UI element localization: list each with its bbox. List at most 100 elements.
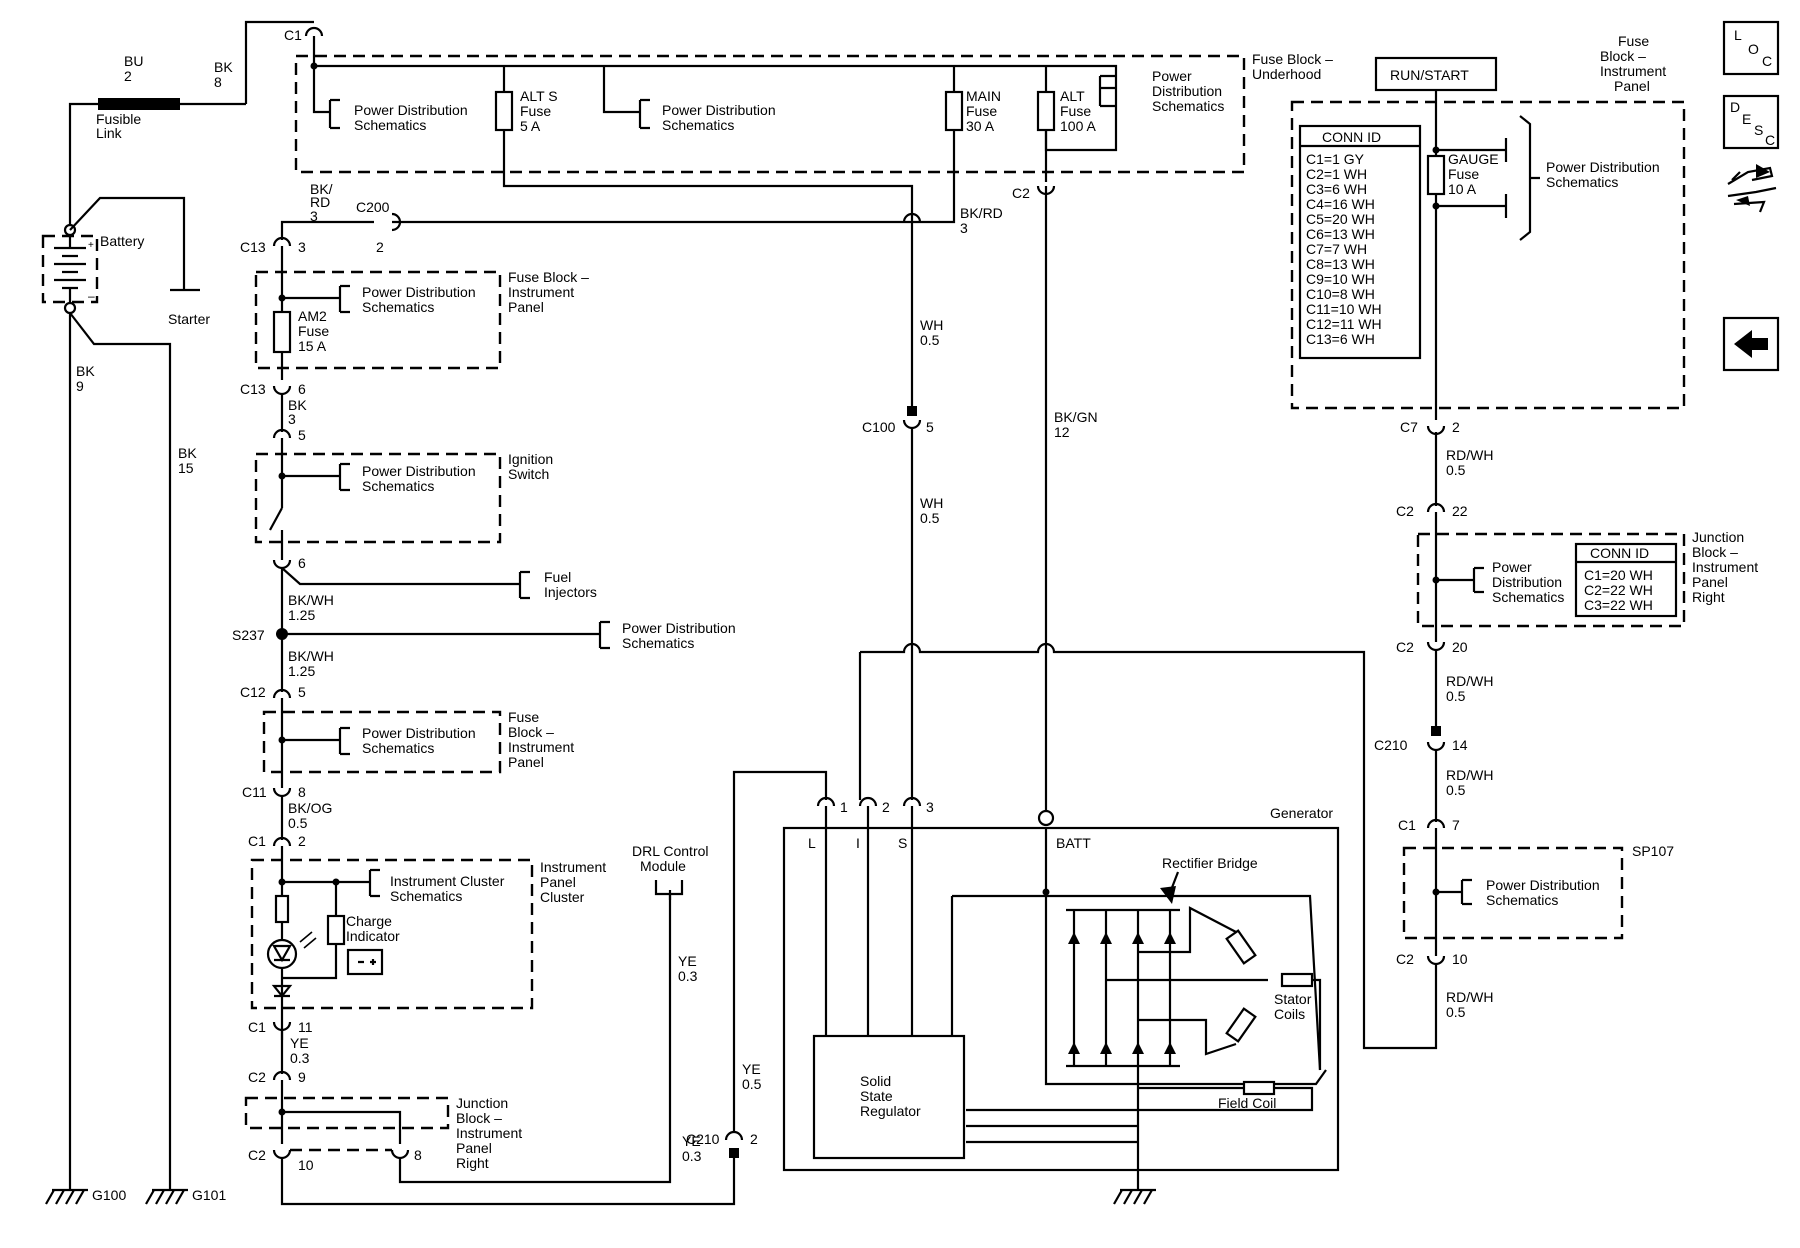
alt-fuse-line3: 100 A [1060,118,1096,134]
wire-bkwh-a-size: 1.25 [288,607,315,623]
ignition-switch-line1: Ignition [508,451,553,467]
conn-id-main-row: C10=8 WH [1306,286,1375,302]
wire-bkrd-a-color: BK/ [310,181,333,197]
connector-view-icon[interactable] [1727,164,1777,213]
battery-icon [346,948,384,976]
wire-rdwh-a-color: RD/WH [1446,447,1493,463]
gauge-fuse-line3: 10 A [1448,181,1477,197]
ignition-pin-in: 5 [298,427,306,443]
connector-c200: C200 [356,199,390,215]
ipc-line2: Panel [540,874,576,890]
wire-rdwh-a-size: 0.5 [1446,462,1466,478]
regulator-line2: State [860,1088,893,1104]
connector-c210r-pin: 14 [1452,737,1468,753]
desc-letter-d: D [1730,99,1740,115]
conn-id-jb-row: C1=20 WH [1584,567,1653,583]
fuse-block-underhood: Fuse Block – Underhood C1 Power Distribu… [284,26,1333,222]
ignition-pin-out: 6 [298,555,306,571]
conn-id-table-main: CONN ID C1=1 GY C2=1 WH C3=6 WH C4=16 WH… [1298,124,1422,360]
desc-button[interactable]: D E S C [1722,94,1780,150]
gauge-fuse-line2: Fuse [1448,166,1479,182]
am2-fuse-line2: Fuse [298,323,329,339]
conn-id-main-row: C13=6 WH [1306,331,1375,347]
connector-c210r: C210 [1374,737,1408,753]
ipc-line1: Instrument [540,859,606,875]
pds-am2-line1: Power Distribution [362,284,476,300]
pds-am2-line2: Schematics [362,299,434,315]
wire-ye-d-size: 0.3 [682,1148,702,1164]
connector-c2r1-pin: 22 [1452,503,1468,519]
conn-id-jb-title: CONN ID [1590,545,1649,561]
loc-letter-c: C [1762,53,1772,69]
connector-c7: C7 [1400,419,1418,435]
bkrd-circuit: BK/RD 3 BK/ RD 3 C200 2 [280,150,1003,255]
connector-c13b-pin: 6 [298,381,306,397]
connector-c1a: C1 [248,833,266,849]
svg-text:–: – [88,289,95,303]
alt-fuse-line2: Fuse [1060,103,1091,119]
fuse-block-uh-label-2: Underhood [1252,66,1321,82]
gauge-fuse-line1: GAUGE [1448,151,1499,167]
fuse-block-ip-line1: Fuse [1618,33,1649,49]
rectifier-label: Rectifier Bridge [1162,855,1258,871]
middle-circuits: WH 0.5 C100 5 WH 0.5 BK/GN 12 1 2 3 [816,186,1426,1050]
jb-right-line4: Panel [1692,574,1728,590]
connector-c12: C12 [240,684,266,700]
pds-ign-line2: Schematics [362,478,434,494]
jb-left-line2: Block – [456,1110,502,1126]
pds-uh-3-line1: Power [1152,68,1192,84]
jb-right-line2: Block – [1692,544,1738,560]
connector-c2a-pin: 9 [298,1069,306,1085]
wire-bkrd-a-size1: RD [310,194,330,210]
connector-c2b-pin: 10 [298,1157,314,1173]
connector-c1-top: C1 [284,27,302,43]
connector-c2r3: C2 [1396,951,1414,967]
jb-left-line5: Right [456,1155,489,1171]
fuse-block-ip3-line4: Panel [508,754,544,770]
wire-bkwh-a-color: BK/WH [288,592,334,608]
pds-s237-line1: Power Distribution [622,620,736,636]
wire-bk9-color: BK [76,363,95,379]
battery-label: Battery [100,233,144,249]
wire-bk8-color: BK [214,59,233,75]
wire-bkwh-b-size: 1.25 [288,663,315,679]
conn-id-main-row: C5=20 WH [1306,211,1375,227]
alts-fuse-line3: 5 A [520,118,541,134]
fuse-block-ip2-line2: Instrument [508,284,574,300]
connector-c7-pin: 2 [1452,419,1460,435]
connector-c1a-pin: 2 [298,833,306,849]
fuse-block-ip3-line3: Instrument [508,739,574,755]
wire-bk15-color: BK [178,445,197,461]
pds-jb-line2: Distribution [1492,574,1562,590]
gen-pin-1: 1 [840,799,848,815]
connector-c13b: C13 [240,381,266,397]
connector-c2r2: C2 [1396,639,1414,655]
main-fuse-line1: MAIN [966,88,1001,104]
loc-letter-o: O [1748,41,1759,57]
desc-letter-e: E [1742,111,1751,127]
ic-schem-line1: Instrument Cluster [390,873,505,889]
connector-c13a: C13 [240,239,266,255]
pds-gauge-line2: Schematics [1546,174,1618,190]
back-button[interactable] [1722,316,1780,372]
loc-button[interactable]: L O C [1722,20,1780,76]
alts-fuse-line1: ALT S [520,88,558,104]
connector-c11: C11 [242,784,267,800]
pds-uh-1-line1: Power Distribution [354,102,468,118]
gen-pin-3: 3 [926,799,934,815]
jb-right-line5: Right [1692,589,1725,605]
pds-s237-line2: Schematics [622,635,694,651]
wire-bkog-size: 0.5 [288,815,308,831]
run-start-circuit: Fuse Block – Instrument Panel RUN/START … [1290,33,1758,1050]
generator: Generator L I S BATT Solid State Regulat… [782,805,1340,1205]
svg-text:+: + [88,240,94,251]
ic-schem-line2: Schematics [390,888,462,904]
conn-id-main-row: C4=16 WH [1306,196,1375,212]
connector-c2r1: C2 [1396,503,1414,519]
desc-letter-s: S [1754,122,1763,138]
wire-bkrd-a-size2: 3 [310,208,318,224]
gen-pin-2: 2 [882,799,890,815]
connector-c2r3-pin: 10 [1452,951,1468,967]
ground-g101: G101 [192,1187,226,1203]
wire-rdwh-d-color: RD/WH [1446,989,1493,1005]
